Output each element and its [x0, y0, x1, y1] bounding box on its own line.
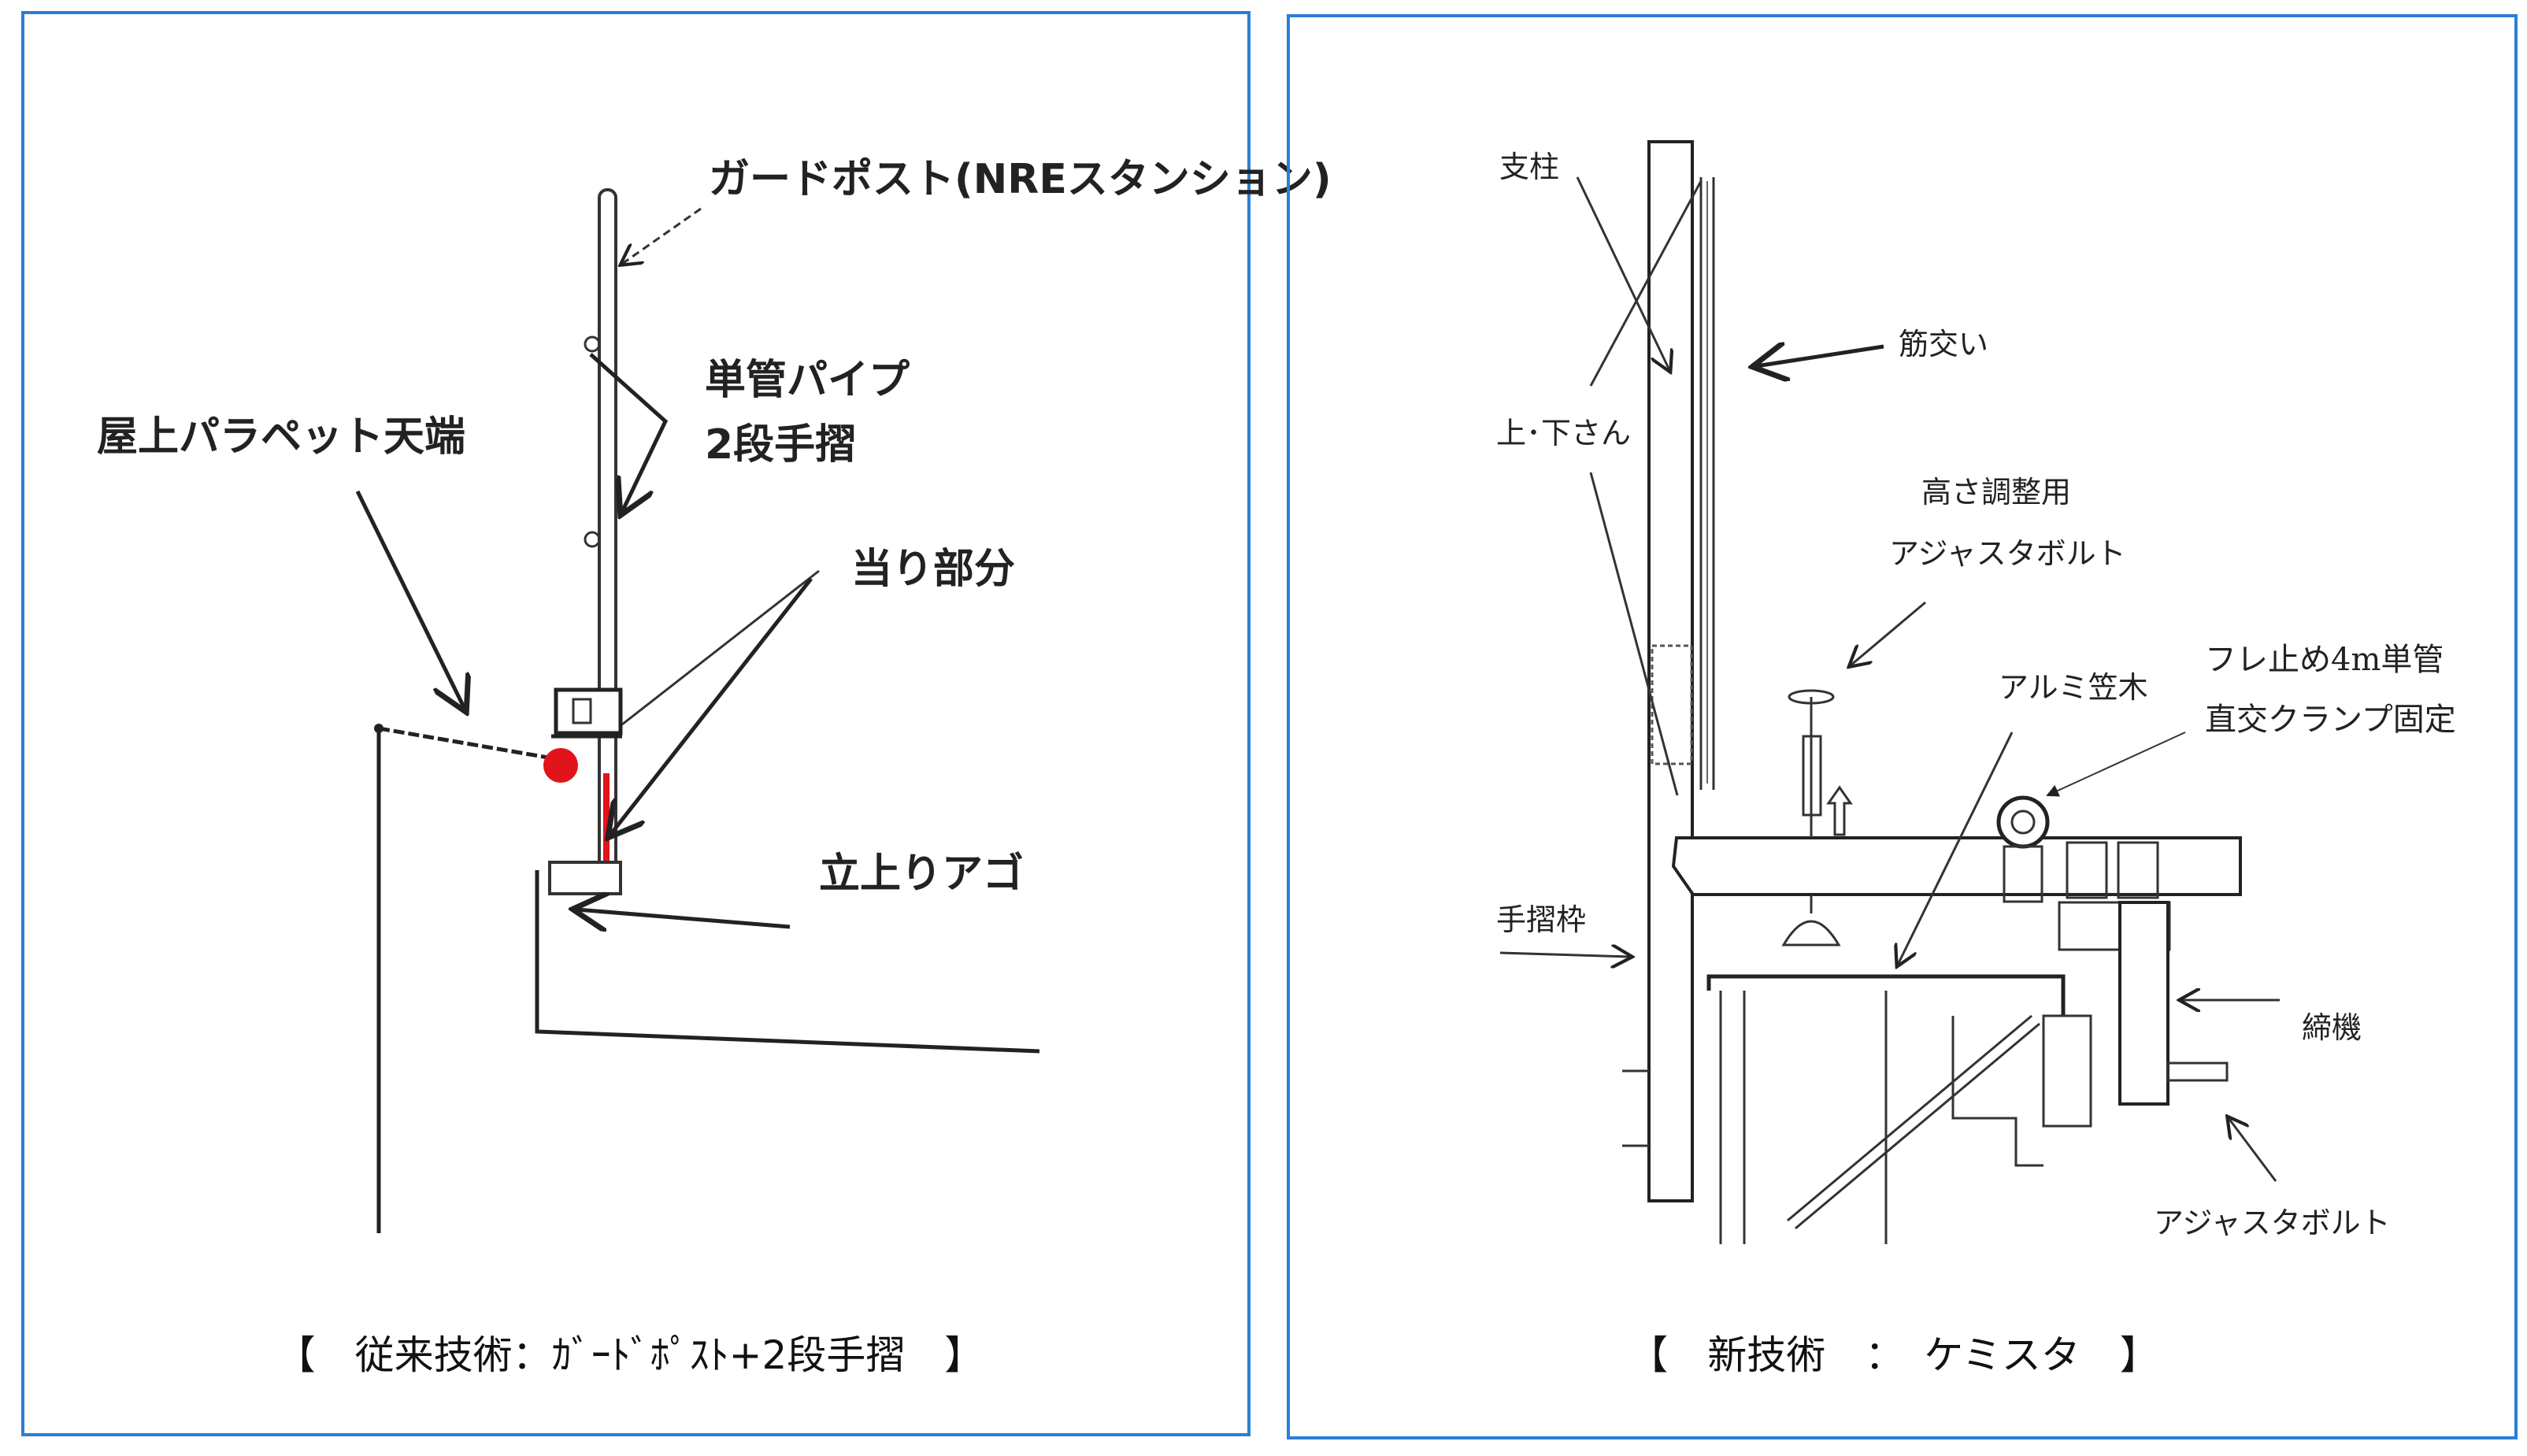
slab-outline	[535, 870, 1040, 1054]
label-anti-sway-line1: フレ止め4m単管	[2205, 642, 2444, 678]
pipe-clamp-upper	[584, 335, 601, 353]
label-adjuster-bolt-top: アジャスタボルト	[1889, 536, 2126, 571]
right-panel-new: 支柱 筋交い 上･下さん 高さ調整用 アジャスタボルト アルミ笠木 フレ止め4m…	[1287, 14, 2518, 1439]
adjuster-foot	[1781, 920, 1841, 947]
left-panel-conventional: ガードポスト(NREスタンション) 単管パイプ 2段手摺 屋上パラペット天端 当…	[21, 11, 1332, 1436]
label-parapet: 屋上パラペット天端	[97, 413, 465, 461]
contact-arrow	[610, 577, 813, 835]
label-adjuster-bolt-bottom: アジャスタボルト	[2154, 1206, 2391, 1240]
post-clamp-box	[554, 687, 623, 735]
label-handrail-frame: 手摺枠	[1496, 902, 1586, 937]
left-caption: 【 従来技術：ｶﾞｰﾄﾞﾎﾟｽﾄ+2段手摺 】	[276, 1332, 984, 1378]
adjuster-bolt-lower	[2166, 1061, 2229, 1082]
ago-arrow	[576, 910, 791, 927]
guard-post-pole	[598, 188, 617, 872]
parapet-top-line	[378, 726, 549, 760]
pipe-arrow	[589, 353, 669, 512]
label-pillar: 支柱	[1499, 150, 1559, 184]
handrail-frame	[1671, 836, 2242, 896]
kemista-drawing	[1499, 140, 2280, 1244]
right-caption: 【 新技術 ： ケミスタ 】	[1628, 1332, 2159, 1378]
left-panel-border	[21, 11, 1251, 1436]
label-pipe-line1: 単管パイプ	[705, 357, 910, 404]
label-rails: 上･下さん	[1496, 416, 1631, 450]
pipe-clamp-lower	[584, 531, 601, 548]
label-guard-post: ガードポスト(NREスタンション)	[709, 156, 1332, 203]
label-height-adjust: 高さ調整用	[1921, 475, 2071, 509]
label-clamp: 締機	[2302, 1010, 2362, 1045]
clamp-bracket	[2118, 901, 2169, 1106]
label-anti-sway-line2: 直交クランプ固定	[2205, 702, 2456, 738]
right-panel-border	[1287, 14, 2518, 1439]
label-contact: 当り部分	[851, 546, 1015, 593]
rising-ago-box	[548, 861, 622, 895]
label-brace: 筋交い	[1899, 327, 1988, 361]
contact-marker	[543, 748, 578, 783]
label-pipe-line2: 2段手摺	[705, 421, 856, 469]
parapet-arrow	[355, 490, 465, 709]
label-aluminum-coping: アルミ笠木	[1999, 670, 2148, 705]
aluminum-coping	[1706, 974, 2066, 1016]
guard-post-drawing	[355, 188, 1040, 1233]
anti-sway-pipe	[1996, 795, 2050, 849]
pillar	[1647, 140, 1694, 1202]
label-rising-ago: 立上りアゴ	[819, 850, 1024, 898]
